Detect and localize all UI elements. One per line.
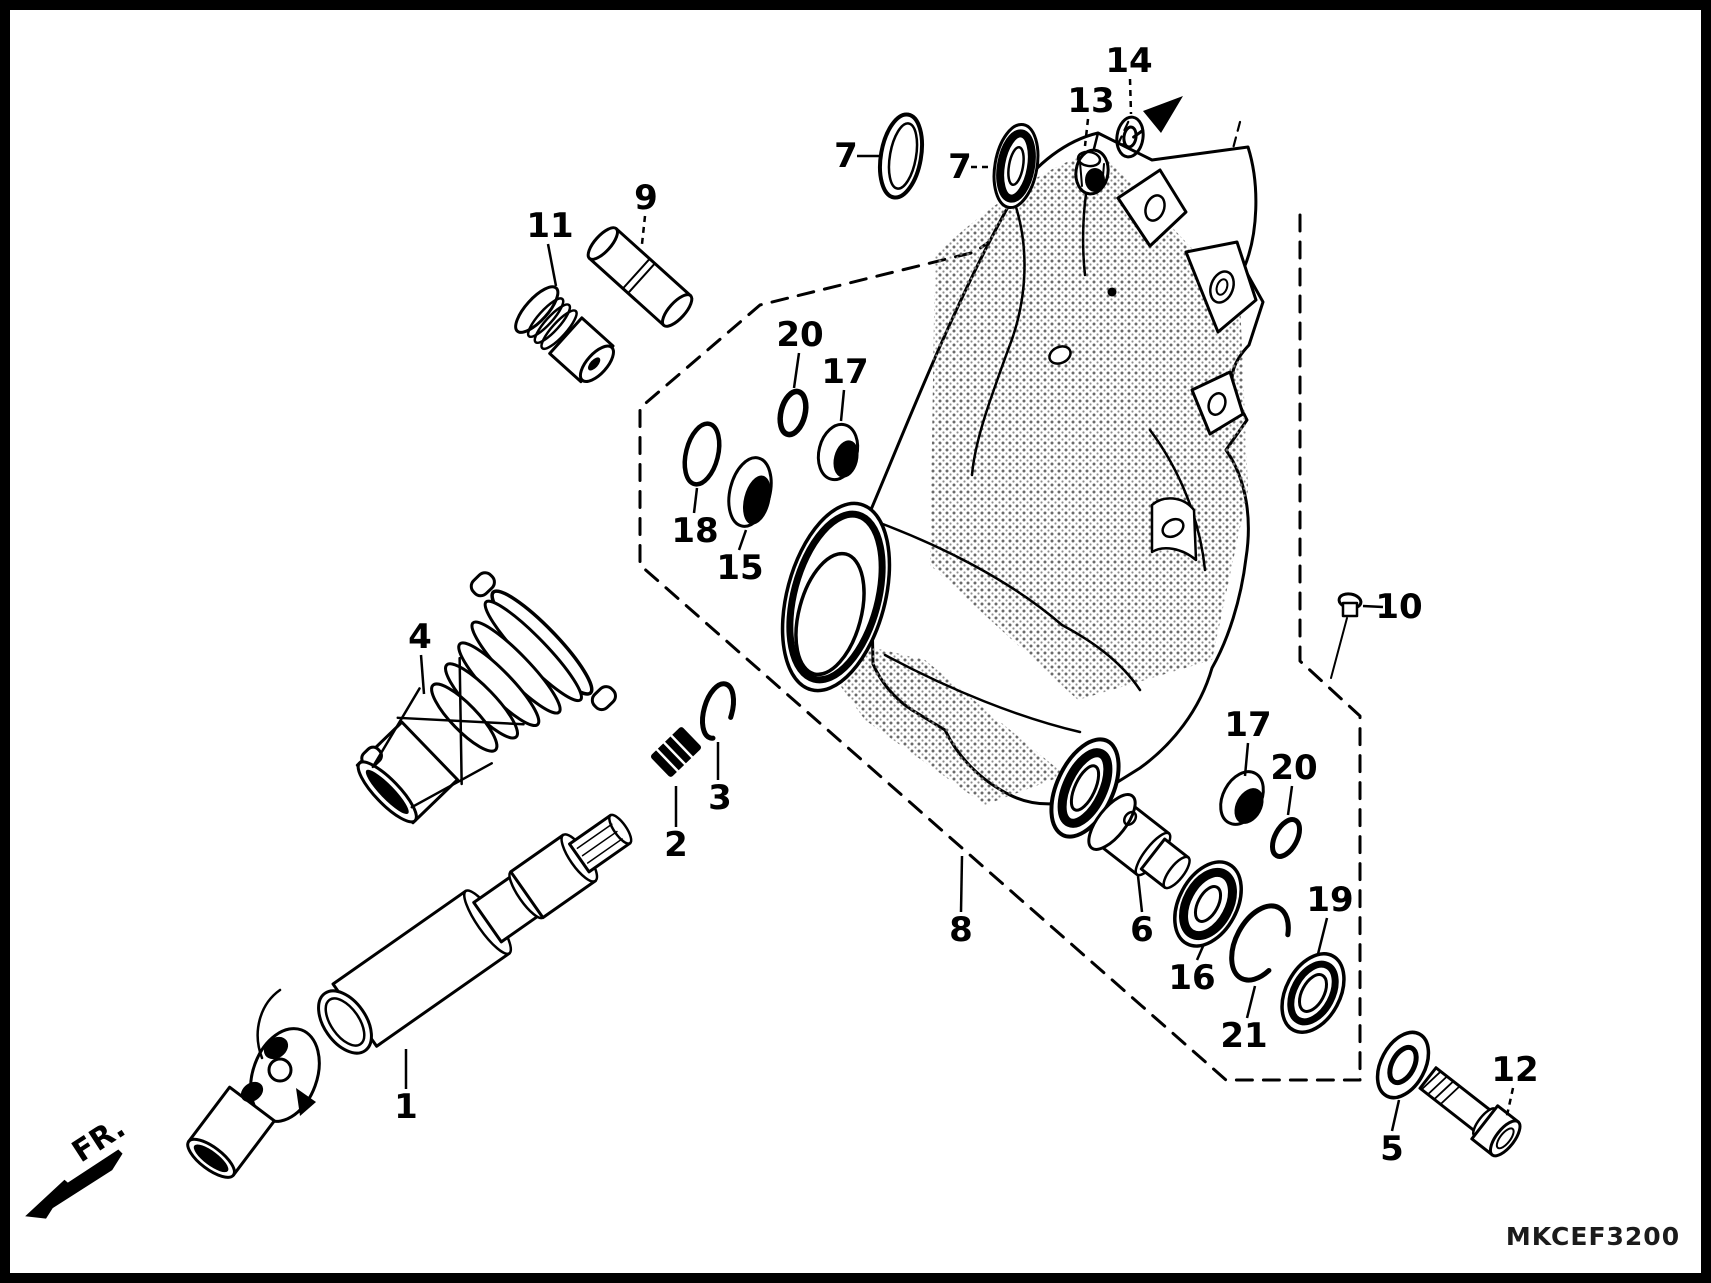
- body-dot: [1107, 287, 1117, 297]
- part-18-ring: [682, 421, 722, 487]
- part-3-circlip: [699, 681, 737, 741]
- callout-leader-6: [1136, 875, 1144, 913]
- part-7-bearing: [992, 122, 1040, 210]
- callout-leader-19: [1316, 917, 1329, 955]
- callout-label-18: 18: [671, 511, 718, 551]
- callout-leader-20: [792, 352, 801, 389]
- callout-leader-5: [1390, 1099, 1401, 1132]
- part-20-oring-rear: [1269, 817, 1303, 859]
- callout-label-12: 12: [1491, 1050, 1538, 1090]
- callout-label-10: 10: [1375, 587, 1422, 627]
- enclosure-arrow-icon: [1143, 96, 1183, 133]
- part-15-dust-seal: [727, 456, 773, 528]
- callout-leader-13: [1083, 118, 1090, 147]
- part-9-collar: [586, 226, 694, 328]
- part-6-collar: [1087, 793, 1191, 890]
- callout-leader-8: [959, 855, 964, 913]
- callout-label-21: 21: [1220, 1016, 1267, 1056]
- part-19-oil-seal: [1280, 952, 1346, 1034]
- callout-label-19: 19: [1306, 880, 1353, 920]
- callout-label-15: 15: [716, 548, 763, 588]
- callout-leader-18: [692, 487, 699, 514]
- callout-label-4: 4: [408, 617, 432, 657]
- part-2-stopper-spring: [650, 727, 702, 777]
- diagram-code: MKCEF3200: [1506, 1222, 1680, 1251]
- callout-leader-16: [1195, 943, 1206, 961]
- swingarm-body: [780, 131, 1265, 839]
- callout-label-17: 17: [821, 352, 868, 392]
- part-5-washer: [1375, 1030, 1431, 1100]
- callout-label-8: 8: [949, 910, 973, 950]
- part-16-bearing: [1173, 860, 1243, 948]
- part-20-oring-front: [777, 388, 809, 438]
- callout-leader-17: [839, 389, 846, 422]
- part-17-bushing-rear: [1219, 770, 1265, 826]
- callout-leader-15: [737, 529, 748, 551]
- callout-label-13: 13: [1067, 81, 1114, 121]
- callout-leader-11: [546, 243, 558, 287]
- callout-leader-12: [1504, 1087, 1515, 1121]
- callout-label-5: 5: [1380, 1129, 1404, 1169]
- body-hole: [1048, 345, 1072, 365]
- part-17-bushing-front: [816, 422, 860, 482]
- callout-label-17: 17: [1224, 705, 1271, 745]
- callout-leader-20: [1286, 785, 1294, 816]
- callout-label-7: 7: [948, 147, 972, 187]
- part-21-snap-ring: [1229, 903, 1291, 983]
- halftone-shading: [930, 150, 1248, 700]
- callout-label-2: 2: [664, 825, 688, 865]
- callout-label-3: 3: [708, 778, 732, 818]
- callout-leader-21: [1245, 985, 1257, 1019]
- part-1-propeller-shaft: [186, 813, 633, 1179]
- front-direction-indicator: [25, 1149, 123, 1219]
- callout-label-16: 16: [1168, 958, 1215, 998]
- part-13-nut: [1074, 148, 1110, 196]
- callout-leader-4: [419, 654, 426, 695]
- part-11-breather-plug: [514, 285, 615, 384]
- callout-label-7: 7: [834, 136, 858, 176]
- fr-arrow-icon: [25, 1149, 123, 1219]
- part-7-oring: [877, 112, 925, 200]
- halftone-shading-lower: [800, 630, 1065, 805]
- callout-label-14: 14: [1105, 41, 1152, 81]
- dashed-enclosure: [638, 96, 1362, 1082]
- pivot-tube: [780, 501, 892, 693]
- callout-leader-10: [1362, 604, 1384, 609]
- part-14-washer: [1115, 115, 1145, 159]
- callout-label-11: 11: [526, 206, 573, 246]
- callout-label-6: 6: [1130, 910, 1154, 950]
- fr-label: FR.: [66, 1110, 132, 1170]
- callout-leader-17: [1243, 742, 1250, 777]
- callout-label-9: 9: [634, 178, 658, 218]
- callout-leader-14: [1128, 78, 1133, 115]
- callout-label-20: 20: [776, 315, 823, 355]
- callout-leader-9: [640, 215, 647, 245]
- callout-label-20: 20: [1270, 748, 1317, 788]
- callout-label-1: 1: [394, 1087, 418, 1127]
- part-4-boot: [355, 571, 617, 825]
- mounting-bosses: [1116, 168, 1258, 436]
- universal-joint: [186, 988, 321, 1179]
- part-10-plug: [1330, 592, 1363, 679]
